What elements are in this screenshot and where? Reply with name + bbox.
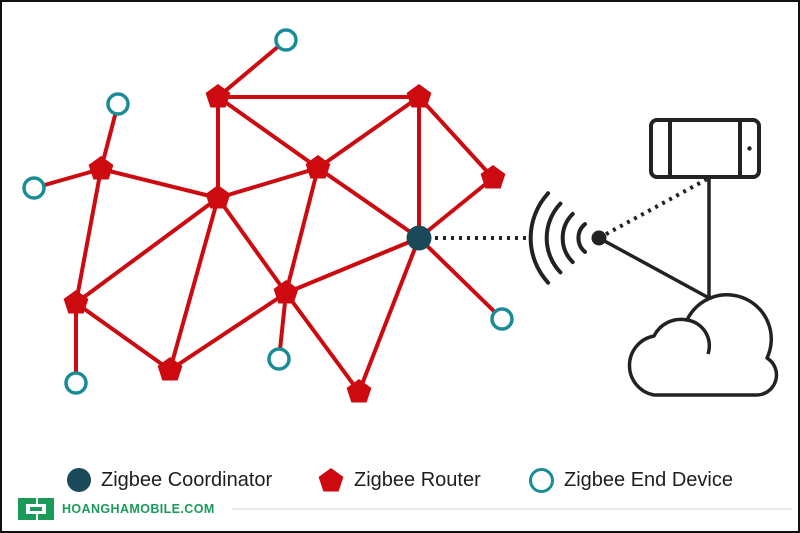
router-node — [305, 155, 331, 179]
router-node — [157, 357, 183, 381]
link-to-cloud — [598, 236, 710, 300]
mesh-link — [316, 95, 421, 170]
mesh-link — [284, 236, 421, 295]
cloud-icon — [627, 293, 779, 397]
mesh-link — [168, 291, 288, 372]
mesh-link — [357, 236, 421, 394]
coordinator-icon — [67, 468, 91, 492]
coordinator-node — [406, 225, 432, 251]
mesh-link — [216, 166, 320, 200]
mesh-links — [32, 38, 504, 394]
legend-coordinator: Zigbee Coordinator — [67, 460, 272, 500]
router-node — [88, 156, 114, 180]
router-node — [205, 185, 231, 209]
end-device-node — [267, 347, 291, 371]
mesh-link — [417, 95, 495, 180]
routers — [63, 84, 506, 403]
end-devices — [22, 28, 514, 395]
mesh-link — [417, 236, 504, 321]
brand-logo-icon — [18, 498, 54, 520]
watermark: HOANGHAMOBILE.COM — [16, 492, 215, 526]
legend-router-label: Zigbee Router — [354, 468, 481, 491]
watermark-text: HOANGHAMOBILE.COM — [62, 502, 215, 516]
mesh-link — [216, 196, 288, 295]
legend-router: Zigbee Router — [318, 460, 481, 500]
legend-end-device-label: Zigbee End Device — [564, 468, 733, 491]
legend-end-device: Zigbee End Device — [529, 460, 733, 500]
mesh-link — [216, 38, 288, 99]
end-device-node — [274, 28, 298, 52]
cloud-icon-inner-curve — [686, 318, 712, 355]
router-node — [406, 84, 432, 108]
router-node — [346, 379, 372, 403]
router-node — [63, 290, 89, 314]
mesh-link — [74, 196, 220, 305]
router-node — [273, 280, 299, 304]
antenna-node — [591, 230, 607, 246]
router-node — [205, 84, 231, 108]
mesh-link — [316, 166, 421, 240]
end-device-icon — [529, 467, 554, 493]
end-device-node — [22, 176, 46, 200]
end-device-node — [490, 307, 514, 331]
router-node — [480, 165, 506, 189]
mesh-link — [168, 196, 220, 372]
mesh-link — [284, 291, 361, 394]
legend: Zigbee Coordinator Zigbee Router Zigbee … — [2, 460, 798, 500]
router-icon — [318, 468, 344, 492]
legend-coordinator-label: Zigbee Coordinator — [101, 468, 273, 491]
mesh-link — [74, 301, 172, 372]
end-device-node — [64, 371, 88, 395]
end-device-node — [106, 92, 130, 116]
mesh-link — [417, 176, 495, 240]
smartphone-icon — [649, 118, 761, 179]
mesh-link — [74, 167, 103, 305]
mesh-link — [216, 95, 320, 170]
wireless-link-to-phone — [598, 176, 710, 240]
mesh-link — [284, 166, 320, 295]
mesh-link — [99, 167, 220, 200]
wireless-signal-icon — [528, 191, 587, 285]
